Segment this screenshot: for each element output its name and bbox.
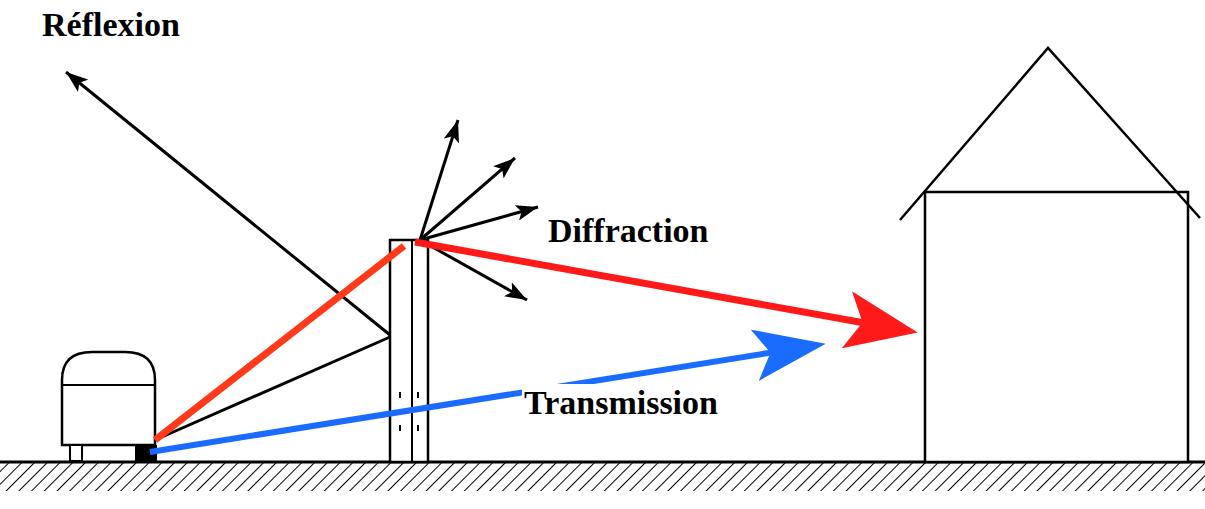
ray-label: Diffraction [546,212,711,249]
diffraction-incident-ray [155,246,404,440]
noise-barrier [390,240,428,462]
ray-label: Transmission [522,384,720,421]
transmission-ray [150,347,806,452]
diffraction-rays [420,120,538,300]
ground-hatching [0,463,1205,491]
diffracted-ray [415,242,898,329]
label-text: Réflexion [40,6,182,43]
house-receiver [900,48,1200,462]
label-text: Transmission [522,384,720,421]
label-text: Diffraction [546,212,711,249]
ray-label: Réflexion [40,6,182,43]
truck-source [62,352,157,461]
